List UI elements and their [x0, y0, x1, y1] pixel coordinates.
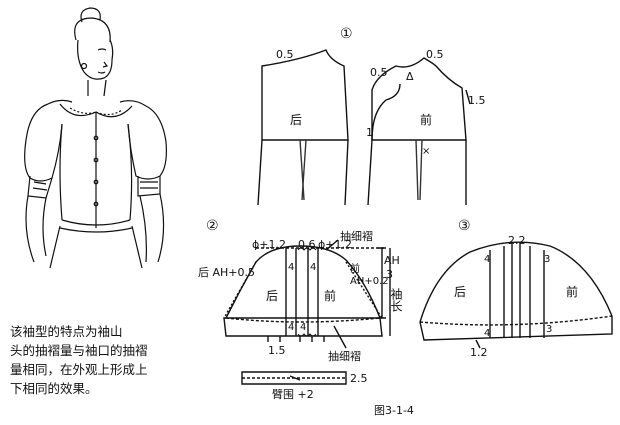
front-ah-value: AH+0.2 [350, 276, 389, 287]
slash-four-a: 4 [288, 262, 294, 273]
cuff-band [241, 371, 347, 385]
description-text: 该袖型的特点为袖山 头的抽褶量与袖口的抽褶 量相同，在外观上形成上 下相同的效果… [10, 324, 148, 396]
step3-four-b: 4 [484, 328, 490, 339]
step3-back-label: 后 [454, 285, 466, 299]
cap-height-divisor: 3 [386, 268, 393, 281]
x-mark: × [422, 146, 430, 157]
armhole-measure: 1.5 [468, 94, 486, 107]
step3-hem-measure: 1.2 [470, 346, 488, 359]
step3-three-b: 3 [546, 324, 552, 335]
front-shoulder-measure: 0.5 [426, 48, 444, 61]
front-label: 前 [420, 112, 432, 127]
sleeve-length-label: 袖长 [389, 287, 403, 312]
step1-marker: ① [340, 26, 353, 42]
cap-height-label: AH [384, 254, 400, 267]
cuff-width-measure: 2.5 [350, 372, 368, 385]
sleeve-pattern-step2 [223, 239, 391, 349]
gather-marks [297, 247, 317, 337]
figure-caption: 图3-1-4 [374, 404, 414, 417]
hem-measure: 1.5 [268, 344, 286, 357]
diagram-labels: ① ② ③ 后 前 0.5 0.5 0.5 Δ 1.5 1 × ɸ+1.2 0.… [198, 26, 578, 417]
step3-marker: ③ [458, 218, 471, 234]
front-ah-label: 前 [350, 262, 360, 275]
slash-four-d: 4 [300, 322, 306, 333]
fashion-illustration [24, 7, 167, 269]
step3-four-a: 4 [484, 254, 490, 265]
back-sleeve-label: 后 [266, 289, 278, 303]
phi-right-label: ɸ+1.2 [318, 238, 352, 251]
gather-bottom-label: 抽细褶 [328, 349, 361, 363]
bodice-pattern [257, 49, 471, 206]
step3-top-measure: 2.2 [508, 234, 526, 247]
armhole-depth-measure: 1 [366, 126, 373, 139]
phi-left-label: ɸ+1.2 [252, 238, 286, 251]
step2-marker: ② [206, 218, 219, 234]
slash-four-b: 4 [310, 262, 316, 273]
front-sleeve-label: 前 [324, 288, 336, 303]
back-neck-measure: 0.5 [276, 48, 294, 61]
sleeve-pattern-step3 [419, 241, 613, 349]
arm-circumference-label: 臂围 +2 [272, 388, 314, 401]
step3-front-label: 前 [566, 284, 578, 299]
back-ah-label: 后 AH+0.5 [198, 266, 255, 279]
step3-three-a: 3 [544, 254, 550, 265]
triangle-mark: Δ [406, 70, 414, 83]
slash-four-c: 4 [288, 322, 294, 333]
center-measure: 0.6 [298, 238, 316, 251]
back-label: 后 [290, 113, 302, 127]
front-neck-measure: 0.5 [370, 66, 388, 79]
gather-top-label: 抽细褶 [340, 229, 373, 243]
